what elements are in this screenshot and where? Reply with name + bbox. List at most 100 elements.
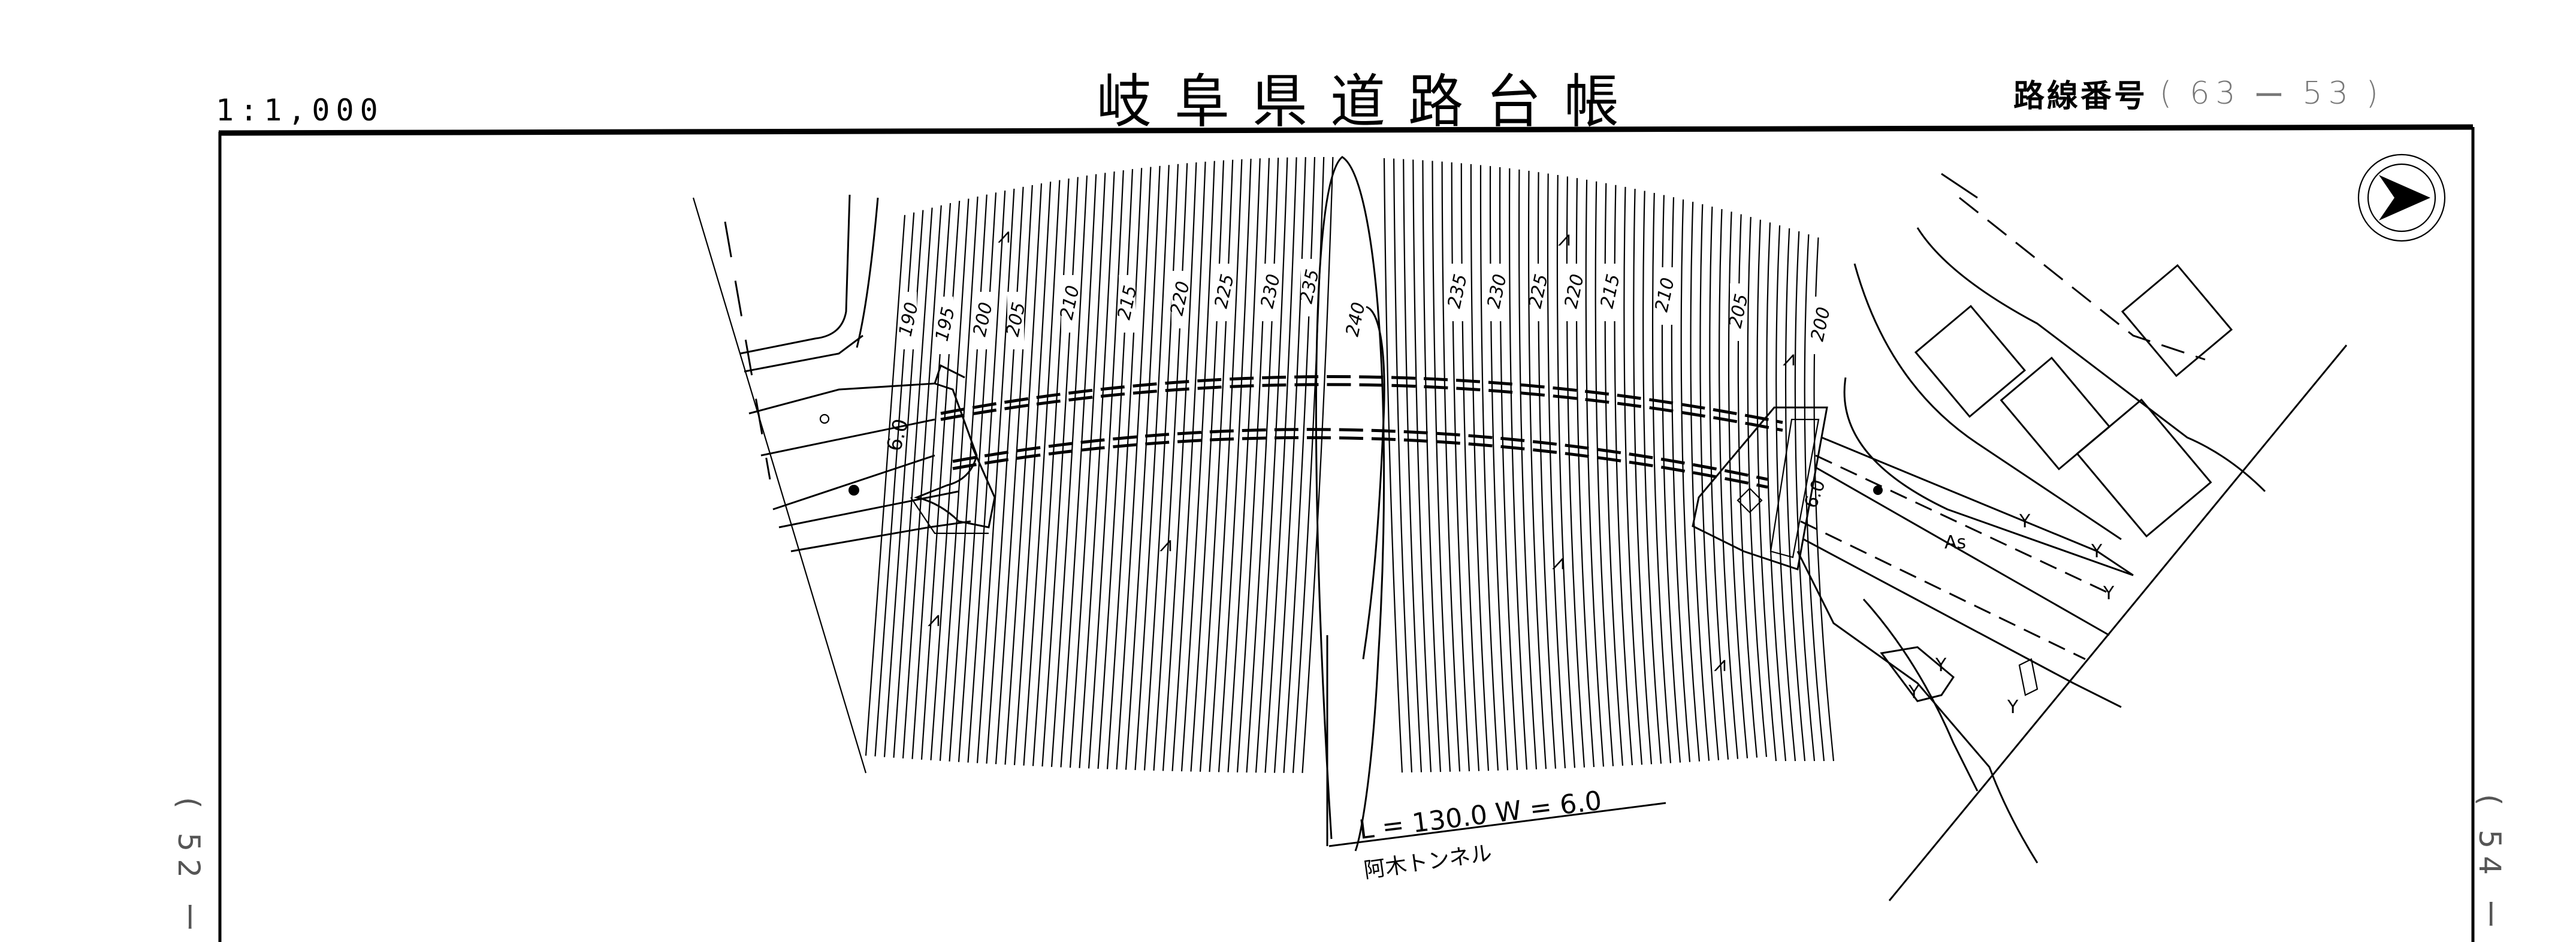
contour-label: 195 [932,305,959,343]
contour-label: 200 [970,300,997,338]
contour-label: 235 [1444,272,1472,310]
contour-label-mask [974,292,991,349]
contour-line [1470,164,1490,771]
wasteland-symbol: ⩘ [1783,346,1795,371]
contour-label: 220 [1561,272,1589,310]
route-minor-number: 53 [2302,75,2354,111]
contour-line [967,191,1006,763]
contour-line [1050,175,1088,767]
contour-line [1116,167,1152,770]
contour-label-mask [1602,264,1618,321]
contour-lines [865,156,1835,774]
contour-line [1069,173,1106,768]
contour-line [1171,161,1206,771]
contour-line [995,185,1033,765]
route-close-paren: ) [2366,75,2384,111]
contour-label-mask [1347,292,1364,349]
route-major-number: 63 [2190,75,2242,111]
contour-line [1508,168,1528,770]
contour-line [1097,169,1134,769]
contour-line [1775,225,1796,762]
contour-line [1255,157,1288,773]
contour-label: 190 [895,300,923,338]
vegetation-symbol: Y [2007,697,2019,718]
contour-line [1190,160,1225,772]
contour-label-mask [937,297,953,354]
contour-line [1690,201,1710,761]
contour-line [1422,160,1442,772]
contour-line [1023,180,1061,766]
contour-line [1218,158,1252,772]
contour-line [1273,157,1306,773]
contour-label-mask [1730,283,1747,341]
contour-line [1060,174,1097,768]
contour-line [1633,189,1653,765]
contour-line [1766,222,1787,762]
route-number: 路線番号 ( 63 ー 53 ) [2013,71,2384,116]
contour-line [1209,159,1243,772]
contour-label-mask [1449,264,1466,321]
contour-line [1227,158,1261,772]
vegetation-symbol: Y [2103,583,2115,604]
contour-line [1041,177,1079,767]
contour-label-mask [1530,264,1547,321]
building [1914,304,2027,418]
wasteland-symbol: ⩘ [1552,550,1564,575]
map-scale: 1:1,000 [216,93,384,128]
contour-line [1403,159,1423,772]
contour-line [1393,158,1413,773]
contour-line [1125,165,1161,770]
wasteland-symbol: ⩘ [1159,532,1171,557]
contour-label-mask [1007,292,1024,349]
vegetation-symbol: Y [2019,511,2031,532]
contour-line [1747,217,1768,757]
contour-line [1264,157,1297,773]
road-width-right: 6.0 [1801,477,1830,511]
contour-line [1441,161,1461,772]
contour-line [1547,173,1566,769]
building [2121,264,2233,378]
contour-line [1153,163,1188,771]
contour-label-mask [1656,267,1673,325]
contour-line [1236,158,1270,773]
summit-contour [1315,156,1385,852]
vegetation-symbol: Y [1935,655,1947,676]
contour-line [1623,186,1643,765]
contour-line [1499,167,1518,770]
contour-label: 230 [1484,272,1511,310]
contour-line [920,201,961,760]
contour-line [1032,178,1070,766]
left-road-area: 6.0 [692,194,996,774]
route-dash: ー [2253,78,2291,114]
contour-label: 215 [1597,272,1624,310]
wasteland-symbols: ⩘⩘⩘⩘⩘⩘⩘ [928,224,1795,677]
contour-label: 230 [1257,272,1285,310]
contour-line [1680,199,1701,762]
contour-line [976,188,1015,763]
contour-line [1283,157,1316,773]
map-frame [218,124,2475,942]
contour-line [1518,169,1538,769]
contour-line [865,215,906,756]
contour-line [930,198,970,760]
contour-line [1451,162,1470,772]
contour-line [1079,171,1115,768]
contour-240 [1362,306,1385,660]
wasteland-symbol: ⩘ [1714,652,1726,677]
contour-label-mask [1812,297,1829,354]
contour-line [1162,162,1197,771]
contour-line [1784,228,1806,762]
contour-line [1432,161,1451,772]
contour-line [1004,183,1043,765]
contour-label-mask [1119,275,1136,333]
contour-line [1699,204,1720,760]
contour-line [1794,231,1816,762]
contour-line [1013,182,1052,765]
contour-label: 240 [1342,300,1370,338]
north-arrow-icon [2357,153,2446,242]
contour-label-mask [1566,264,1583,321]
road-width-left: 6.0 [882,416,914,454]
contour-line [1728,212,1748,759]
